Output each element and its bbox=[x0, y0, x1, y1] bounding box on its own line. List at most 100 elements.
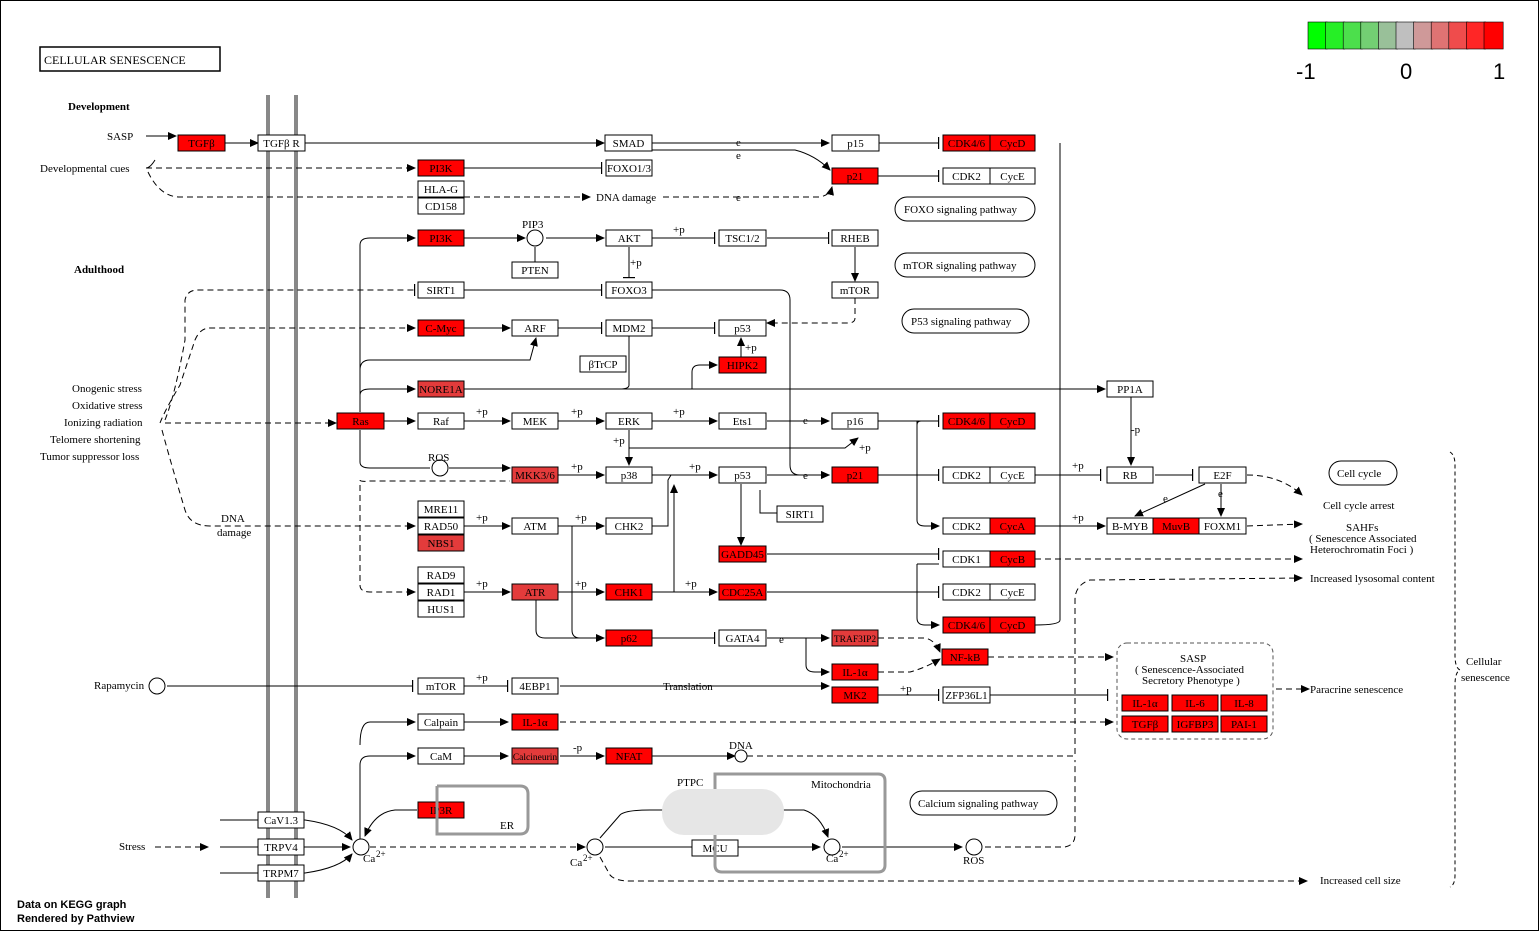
gene-box[interactable] bbox=[604, 134, 653, 152]
gene-box[interactable] bbox=[417, 713, 465, 731]
gene-box[interactable] bbox=[989, 134, 1036, 152]
gene-node-cdk2d[interactable]: CDK2 bbox=[942, 583, 991, 601]
gene-node-foxm1[interactable]: FOXM1 bbox=[1198, 517, 1247, 535]
gene-box[interactable] bbox=[718, 412, 767, 430]
gene-box[interactable] bbox=[511, 412, 559, 430]
gene-box[interactable] bbox=[417, 517, 465, 535]
gene-node-ets1[interactable]: Ets1 bbox=[718, 412, 767, 430]
gene-box[interactable] bbox=[941, 648, 989, 666]
gene-box[interactable] bbox=[1121, 715, 1169, 733]
gene-node-nore1a[interactable]: NORE1A bbox=[417, 380, 465, 398]
gene-box[interactable] bbox=[417, 801, 465, 819]
gene-node-mkk36[interactable]: MKK3/6 bbox=[511, 466, 559, 484]
gene-node-mdm2[interactable]: MDM2 bbox=[605, 319, 653, 337]
gene-node-rb[interactable]: RB bbox=[1106, 466, 1154, 484]
gene-box[interactable] bbox=[1106, 466, 1154, 484]
gene-node-p21b[interactable]: p21 bbox=[831, 466, 879, 484]
gene-node-cycea[interactable]: CycE bbox=[989, 167, 1036, 185]
gene-box[interactable] bbox=[831, 466, 879, 484]
gene-node-cmyc[interactable]: C-Myc bbox=[417, 319, 465, 337]
gene-box[interactable] bbox=[831, 663, 879, 681]
gene-node-zfp36l1[interactable]: ZFP36L1 bbox=[942, 686, 991, 704]
gene-node-p15[interactable]: p15 bbox=[831, 134, 880, 152]
gene-node-gadd45[interactable]: GADD45 bbox=[718, 545, 767, 563]
gene-box[interactable] bbox=[831, 134, 880, 152]
gene-node-cd158[interactable]: CD158 bbox=[417, 197, 465, 215]
gene-node-il1a_b[interactable]: IL-1α bbox=[511, 713, 559, 731]
gene-box[interactable] bbox=[511, 319, 559, 337]
gene-box[interactable] bbox=[417, 412, 465, 430]
gene-box[interactable] bbox=[605, 747, 653, 765]
gene-node-rad50[interactable]: RAD50 bbox=[417, 517, 465, 535]
gene-node-tgfb[interactable]: TGFβ bbox=[177, 134, 226, 152]
gene-node-foxo13[interactable]: FOXO1/3 bbox=[605, 159, 653, 177]
gene-node-atm[interactable]: ATM bbox=[511, 517, 559, 535]
gene-node-rheb[interactable]: RHEB bbox=[831, 229, 879, 247]
gene-box[interactable] bbox=[718, 319, 767, 337]
compound-ca-cytosol[interactable] bbox=[352, 838, 370, 856]
gene-box[interactable] bbox=[605, 281, 653, 299]
gene-box[interactable] bbox=[718, 545, 767, 563]
gene-box[interactable] bbox=[417, 500, 465, 518]
gene-node-trpm7[interactable]: TRPM7 bbox=[257, 864, 305, 882]
gene-box[interactable] bbox=[831, 629, 879, 647]
gene-box[interactable] bbox=[417, 281, 465, 299]
gene-box[interactable] bbox=[989, 583, 1036, 601]
gene-box[interactable] bbox=[417, 747, 465, 765]
gene-node-cdk46a[interactable]: CDK4/6 bbox=[942, 134, 991, 152]
gene-box[interactable] bbox=[605, 466, 653, 484]
gene-box[interactable] bbox=[831, 412, 879, 430]
gene-box[interactable] bbox=[1198, 466, 1247, 484]
gene-node-arf[interactable]: ARF bbox=[511, 319, 559, 337]
gene-node-cyca[interactable]: CycA bbox=[989, 517, 1036, 535]
gene-node-p38[interactable]: p38 bbox=[605, 466, 653, 484]
gene-node-cycb[interactable]: CycB bbox=[989, 550, 1036, 568]
gene-node-sasp_il8[interactable]: IL-8 bbox=[1220, 694, 1268, 712]
gene-node-rad1[interactable]: RAD1 bbox=[417, 583, 465, 601]
gene-node-mtora[interactable]: mTOR bbox=[831, 281, 879, 299]
gene-node-chk1[interactable]: CHK1 bbox=[605, 583, 653, 601]
gene-box[interactable] bbox=[989, 550, 1036, 568]
gene-node-cdk2a[interactable]: CDK2 bbox=[942, 167, 991, 185]
gene-node-p21a[interactable]: p21 bbox=[831, 167, 879, 185]
compound-rapamycin[interactable] bbox=[148, 677, 166, 695]
gene-box[interactable] bbox=[177, 134, 226, 152]
gene-node-trpv4[interactable]: TRPV4 bbox=[257, 838, 305, 856]
gene-node-sasp_il1a[interactable]: IL-1α bbox=[1121, 694, 1169, 712]
gene-node-nfkb[interactable]: NF-kB bbox=[941, 648, 989, 666]
compound-dna[interactable] bbox=[734, 749, 748, 763]
gene-node-traf3ip2[interactable]: TRAF3IP2 bbox=[831, 629, 879, 647]
gene-box[interactable] bbox=[257, 864, 305, 882]
gene-box[interactable] bbox=[942, 686, 991, 704]
gene-node-mk2[interactable]: MK2 bbox=[831, 686, 879, 704]
gene-box[interactable] bbox=[336, 412, 385, 430]
pathway-cell-cycle[interactable] bbox=[1328, 460, 1398, 486]
compound-pip3[interactable] bbox=[526, 229, 544, 247]
gene-box[interactable] bbox=[718, 229, 767, 247]
gene-box[interactable] bbox=[605, 412, 653, 430]
compound-ca-2[interactable] bbox=[586, 838, 604, 856]
gene-node-btrcp[interactable]: βTrCP bbox=[579, 355, 627, 373]
gene-box[interactable] bbox=[605, 629, 653, 647]
gene-box[interactable] bbox=[257, 838, 305, 856]
gene-node-pten[interactable]: PTEN bbox=[511, 261, 559, 279]
gene-node-foxo3[interactable]: FOXO3 bbox=[605, 281, 653, 299]
gene-box[interactable] bbox=[718, 583, 767, 601]
gene-node-bmyb[interactable]: B-MYB bbox=[1106, 517, 1154, 535]
gene-box[interactable] bbox=[605, 159, 653, 177]
compound-ca-mito[interactable] bbox=[823, 838, 841, 856]
gene-node-sasp_tgfb[interactable]: TGFβ bbox=[1121, 715, 1169, 733]
gene-node-erk[interactable]: ERK bbox=[605, 412, 653, 430]
gene-box[interactable] bbox=[1198, 517, 1247, 535]
gene-box[interactable] bbox=[417, 600, 465, 618]
gene-node-nbs1[interactable]: NBS1 bbox=[417, 534, 465, 552]
gene-box[interactable] bbox=[989, 167, 1036, 185]
gene-node-cyced[interactable]: CycE bbox=[989, 583, 1036, 601]
gene-node-pi3ka[interactable]: PI3K bbox=[417, 159, 465, 177]
gene-node-raf[interactable]: Raf bbox=[417, 412, 465, 430]
gene-node-cdk46c[interactable]: CDK4/6 bbox=[942, 616, 991, 634]
gene-box[interactable] bbox=[417, 380, 465, 398]
gene-box[interactable] bbox=[605, 319, 653, 337]
gene-node-smad[interactable]: SMAD bbox=[604, 134, 653, 152]
gene-box[interactable] bbox=[605, 517, 653, 535]
